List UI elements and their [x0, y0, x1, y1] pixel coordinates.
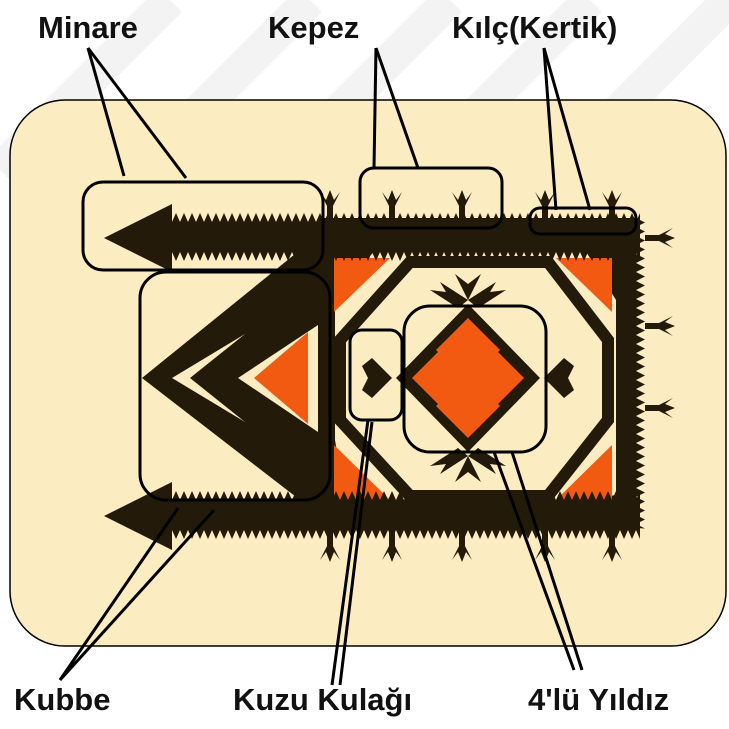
bottom-arm	[140, 500, 640, 530]
label-kuzu-kulagi: Kuzu Kulağı	[233, 684, 412, 715]
label-kepez: Kepez	[268, 12, 359, 43]
label-minare: Minare	[38, 12, 138, 43]
kepez-leader-2	[374, 48, 376, 168]
label-kubbe: Kubbe	[14, 684, 110, 715]
label-kilc: Kılç(Kertik)	[452, 12, 617, 43]
label-dortlu-yildiz: 4'lü Yıldız	[528, 684, 669, 715]
